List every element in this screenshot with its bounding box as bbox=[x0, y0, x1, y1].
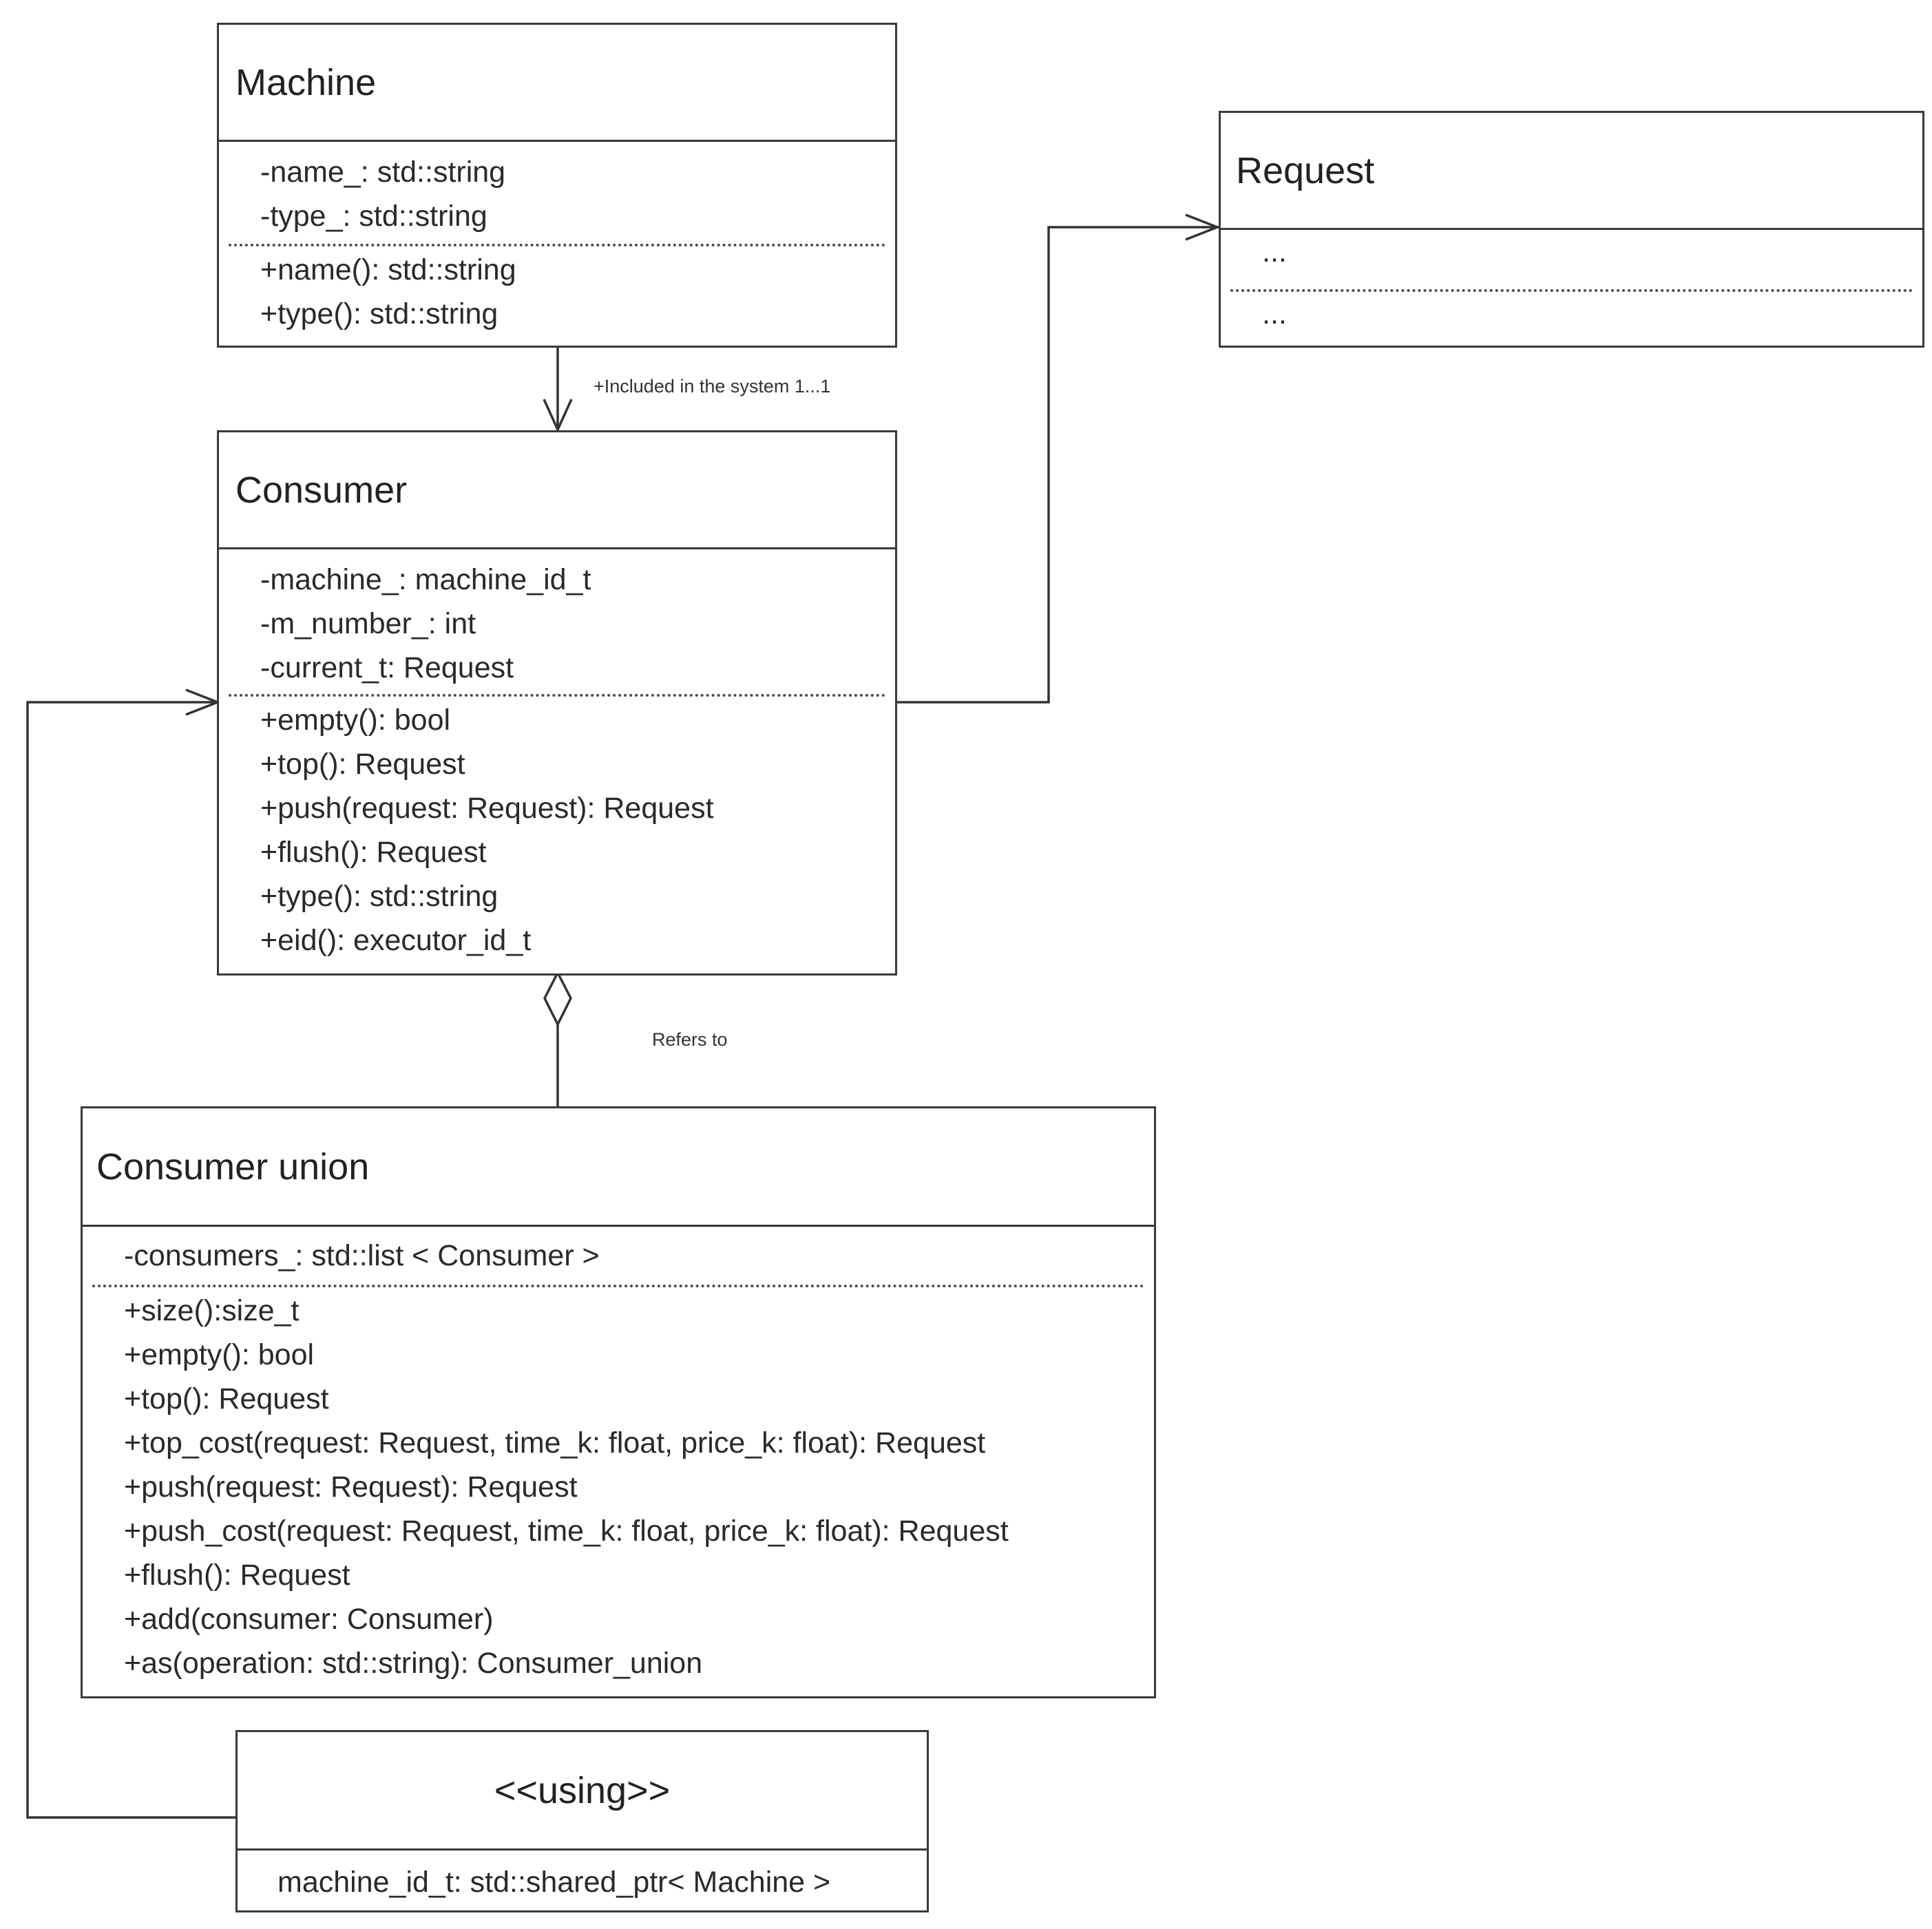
method: ... bbox=[1262, 297, 1287, 330]
method: +push(request: Request): Request bbox=[124, 1471, 578, 1504]
methods-section: ... bbox=[1221, 292, 1922, 336]
class-title: <<using>> bbox=[238, 1732, 927, 1851]
method: +top(): Request bbox=[124, 1382, 329, 1415]
class-consumer: Consumer -machine_: machine_id_t -m_numb… bbox=[217, 430, 897, 976]
method: +push_cost(request: Request, time_k: flo… bbox=[124, 1515, 1009, 1548]
method: +flush(): Request bbox=[260, 836, 487, 869]
class-title: Consumer bbox=[219, 432, 895, 549]
association-consumer-request bbox=[897, 226, 1219, 704]
method: +size():size_t bbox=[124, 1294, 300, 1327]
methods-section: +name(): std::string +type(): std::strin… bbox=[219, 246, 895, 336]
class-request: Request ... ... bbox=[1219, 111, 1924, 348]
divider bbox=[229, 244, 885, 246]
attributes-section: -name_: std::string -type_: std::string bbox=[219, 142, 895, 244]
attribute: -m_number_: int bbox=[260, 607, 476, 640]
class-title: Consumer union bbox=[83, 1108, 1154, 1227]
attributes-section: -consumers_: std::list < Consumer > bbox=[83, 1227, 1154, 1285]
class-using: <<using>> machine_id_t: std::shared_ptr<… bbox=[235, 1730, 929, 1912]
attribute: -current_t: Request bbox=[260, 651, 514, 684]
attributes-section: machine_id_t: std::shared_ptr< Machine > bbox=[238, 1851, 927, 1904]
aggregation-diamond bbox=[543, 970, 572, 1027]
consumer-union-label: Refers to bbox=[652, 1029, 728, 1050]
divider bbox=[92, 1285, 1144, 1287]
attribute: -machine_: machine_id_t bbox=[260, 563, 591, 596]
method: +flush(): Request bbox=[124, 1559, 350, 1592]
attribute: machine_id_t: std::shared_ptr< Machine > bbox=[277, 1866, 831, 1899]
method: +empty(): bool bbox=[124, 1338, 315, 1371]
machine-consumer-label: +Included in the system 1...1 bbox=[594, 376, 831, 397]
method: +empty(): bool bbox=[260, 704, 451, 737]
method: +type(): std::string bbox=[260, 880, 498, 913]
attribute: -name_: std::string bbox=[260, 156, 506, 189]
method: +name(): std::string bbox=[260, 253, 516, 286]
method: +add(consumer: Consumer) bbox=[124, 1603, 494, 1636]
attributes-section: ... bbox=[1221, 230, 1922, 289]
attribute: ... bbox=[1262, 235, 1287, 268]
divider bbox=[1230, 289, 1913, 292]
attribute: -type_: std::string bbox=[260, 200, 487, 233]
methods-section: +empty(): bool +top(): Request +push(req… bbox=[219, 697, 895, 962]
arrowhead-consumer-request bbox=[1185, 213, 1221, 241]
method: +top_cost(request: Request, time_k: floa… bbox=[124, 1426, 986, 1459]
class-title: Machine bbox=[219, 25, 895, 142]
method: +push(request: Request): Request bbox=[260, 792, 714, 825]
method: +eid(): executor_id_t bbox=[260, 924, 532, 957]
class-consumer-union: Consumer union -consumers_: std::list < … bbox=[81, 1106, 1156, 1698]
class-machine: Machine -name_: std::string -type_: std:… bbox=[217, 23, 897, 348]
method: +as(operation: std::string): Consumer_un… bbox=[124, 1647, 703, 1680]
class-title: Request bbox=[1221, 113, 1922, 230]
attribute: -consumers_: std::list < Consumer > bbox=[124, 1239, 600, 1272]
methods-section: +size():size_t +empty(): bool +top(): Re… bbox=[83, 1287, 1154, 1685]
attributes-section: -machine_: machine_id_t -m_number_: int … bbox=[219, 549, 895, 694]
arrowhead-machine-consumer bbox=[543, 399, 573, 433]
divider bbox=[229, 694, 885, 697]
method: +type(): std::string bbox=[260, 297, 498, 330]
association-using-consumer bbox=[26, 701, 235, 1819]
method: +top(): Request bbox=[260, 748, 465, 781]
